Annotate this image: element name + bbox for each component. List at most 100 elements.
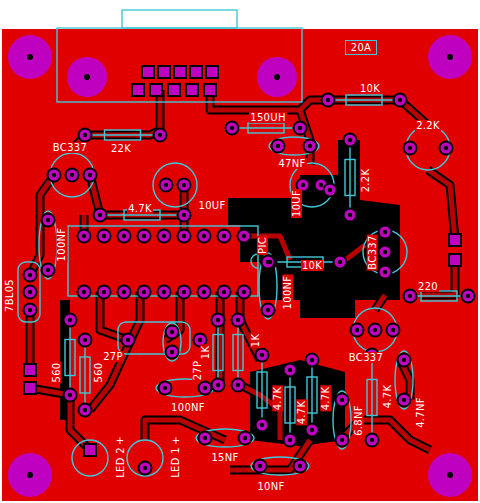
drill-hole — [52, 173, 56, 177]
drill-hole — [370, 438, 374, 442]
pad — [159, 382, 172, 395]
component-label: 20A — [346, 41, 376, 54]
resistor-symbol — [346, 95, 382, 105]
component-label: 1K — [251, 332, 262, 348]
resistor-lead — [85, 134, 160, 135]
pad — [379, 226, 392, 239]
pad — [238, 230, 251, 243]
drill-hole — [102, 234, 106, 238]
pad — [344, 209, 357, 222]
drill-hole — [260, 353, 264, 357]
component-label: BC337 — [52, 142, 88, 153]
component-label: 100NF — [56, 226, 67, 262]
component-label: 2.2K — [360, 167, 371, 193]
pad — [79, 334, 92, 347]
trace-clearance — [428, 170, 455, 240]
square-pad — [24, 382, 36, 394]
drill-hole — [391, 328, 395, 332]
square-pad — [84, 444, 96, 456]
resistor-lead — [311, 360, 312, 430]
square-pad — [174, 66, 186, 78]
pad — [404, 142, 417, 155]
drill-hole — [68, 318, 72, 322]
pad — [398, 394, 411, 407]
pad — [122, 334, 135, 347]
drill-hole — [319, 183, 323, 187]
drill-hole — [143, 466, 147, 470]
square-pad — [158, 66, 170, 78]
component-label: 560 — [51, 361, 62, 383]
mounting-hole — [8, 453, 52, 497]
pad — [84, 169, 97, 182]
pad — [212, 314, 225, 327]
component-label: 10NF — [256, 481, 285, 492]
pad — [284, 434, 297, 447]
resistor-symbol — [345, 160, 355, 196]
pad — [304, 140, 317, 153]
pad — [394, 94, 407, 107]
drill-hole — [308, 144, 312, 148]
trace — [28, 310, 33, 370]
square-pad — [190, 66, 202, 78]
drill-hole — [170, 350, 174, 354]
pad — [398, 354, 411, 367]
pad — [79, 404, 92, 417]
pad — [98, 286, 111, 299]
drill-hole — [203, 386, 207, 390]
square-pad — [168, 84, 180, 96]
drill-hole — [70, 173, 74, 177]
drill-hole — [82, 290, 86, 294]
pad — [387, 324, 400, 337]
component-label: LED 2 — [114, 446, 125, 479]
component-label: 47NF — [277, 158, 306, 169]
drill-hole — [27, 472, 33, 478]
resistor-lead — [261, 355, 262, 425]
drill-hole — [82, 234, 86, 238]
drill-hole — [27, 54, 33, 60]
drill-hole — [383, 270, 387, 274]
drill-hole — [338, 260, 342, 264]
component-label: 1K — [201, 344, 212, 360]
drill-hole — [182, 183, 186, 187]
drill-hole — [298, 464, 302, 468]
drill-hole — [298, 126, 302, 130]
component-label: 7BL05 — [5, 277, 16, 312]
resistor-symbol — [248, 123, 284, 133]
pad — [79, 129, 92, 142]
resistor-symbol — [80, 357, 90, 393]
drill-hole — [28, 273, 32, 277]
capacitor-symbol — [251, 457, 309, 475]
capacitor-symbol — [259, 253, 277, 319]
component-label: 4.7K — [127, 203, 153, 214]
trace — [428, 170, 455, 240]
drill-hole — [402, 358, 406, 362]
resistor-lead — [232, 127, 300, 128]
drill-hole — [170, 330, 174, 334]
component-label: BC337 — [366, 234, 377, 270]
component-label: 6.8NF — [352, 404, 363, 437]
pad — [238, 286, 251, 299]
drill-hole — [408, 146, 412, 150]
drill-hole — [68, 393, 72, 397]
pad — [379, 246, 392, 259]
capacitor-symbol — [269, 137, 319, 155]
pad — [139, 462, 152, 475]
resistor-symbol — [421, 291, 457, 301]
capacitor-symbol — [196, 429, 254, 447]
pad — [178, 209, 191, 222]
drill-hole — [122, 290, 126, 294]
drill-hole — [162, 234, 166, 238]
capacitor-symbol — [163, 323, 181, 361]
drill-hole — [222, 234, 226, 238]
resistor-symbol — [257, 372, 267, 408]
resistor-lead — [84, 340, 85, 410]
drill-hole — [348, 213, 352, 217]
resistor-symbol — [213, 335, 223, 371]
pad — [262, 256, 275, 269]
pad — [138, 230, 151, 243]
drill-hole — [164, 183, 168, 187]
drill-hole — [447, 54, 453, 60]
resistor-symbol — [307, 377, 317, 413]
drill-hole — [288, 368, 292, 372]
drill-hole — [328, 188, 332, 192]
